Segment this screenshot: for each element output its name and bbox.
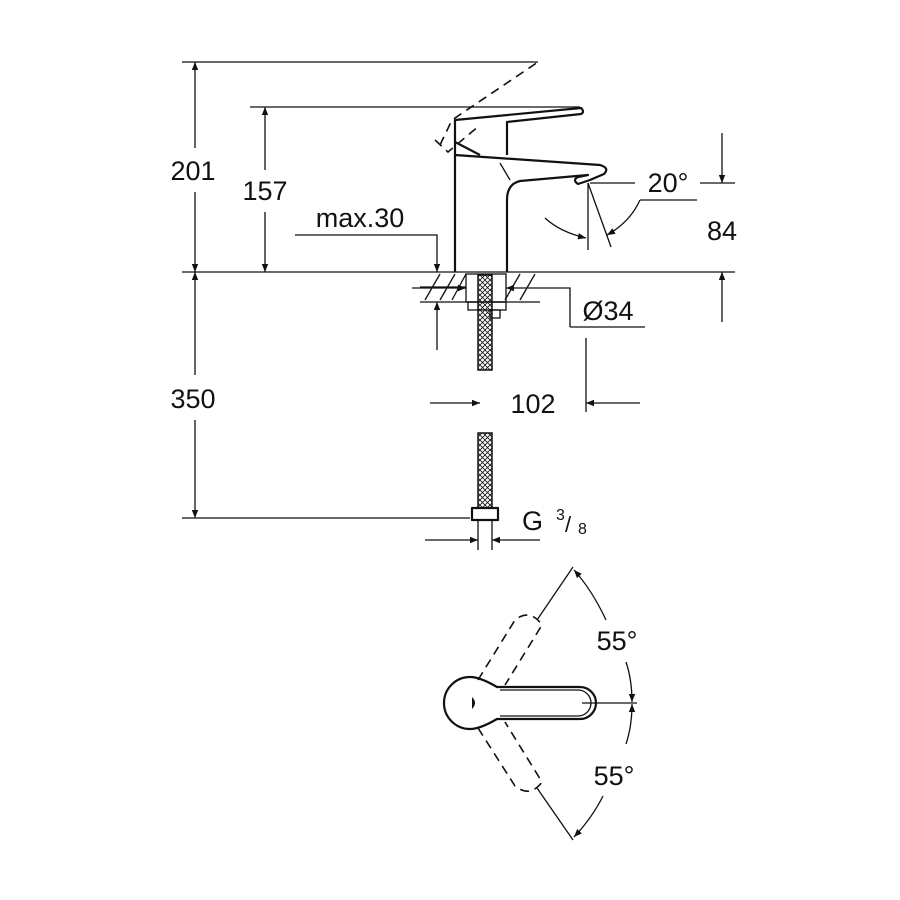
dimension-157: 157 [242, 107, 288, 272]
faucet-side-view [434, 61, 608, 272]
fraction-slash: / [565, 512, 572, 537]
dim-157-label: 157 [242, 176, 287, 206]
dimension-20-degree: 20° [544, 168, 697, 250]
dimension-102: 102 [430, 338, 640, 419]
supply-hose [470, 274, 500, 550]
dim-34-label: Ø34 [582, 296, 633, 326]
dim-20-label: 20° [648, 168, 689, 198]
dimension-max30: max.30 [295, 203, 441, 350]
dimension-84: 84 [707, 133, 737, 322]
dim-102-label: 102 [510, 389, 555, 419]
dim-max30-label: max.30 [316, 203, 405, 233]
dim-g-numerator: 3 [556, 507, 565, 524]
dimension-thread-g38: G 3 / 8 [425, 506, 587, 544]
dimension-diameter-34: Ø34 [412, 284, 645, 328]
dim-84-label: 84 [707, 216, 737, 246]
dimension-201: 201 [170, 62, 216, 272]
dim-55-upper-label: 55° [597, 626, 638, 656]
faucet-top-view: 55° 55° [442, 566, 638, 841]
dim-350-label: 350 [170, 384, 215, 414]
dim-201-label: 201 [170, 156, 215, 186]
dimension-350: 350 [170, 272, 216, 518]
extension-lines [182, 61, 735, 519]
dim-g-denominator: 8 [578, 521, 587, 538]
dim-g-label: G [522, 506, 543, 536]
dim-55-lower-label: 55° [594, 761, 635, 791]
